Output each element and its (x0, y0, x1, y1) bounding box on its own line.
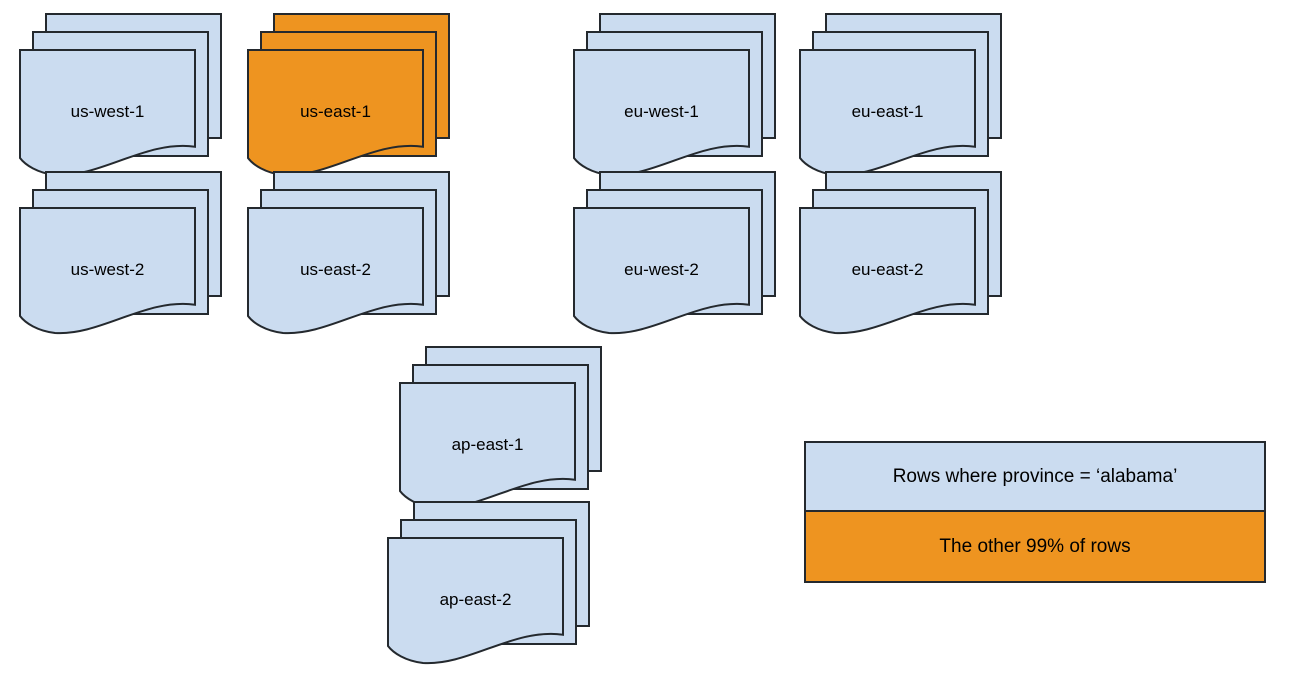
document-stack-eu-west-2[interactable] (573, 171, 776, 335)
document-stack-eu-east-1[interactable] (799, 13, 1002, 177)
document-stack-eu-east-2[interactable] (799, 171, 1002, 335)
document-sheet-front (387, 537, 564, 665)
document-sheet-front (799, 207, 976, 335)
legend-row-label: The other 99% of rows (939, 535, 1131, 557)
document-stack-us-east-2[interactable] (247, 171, 450, 335)
document-stack-eu-west-1[interactable] (573, 13, 776, 177)
legend-row-label: Rows where province = ‘alabama’ (892, 465, 1178, 487)
legend-row-alabama-rows: Rows where province = ‘alabama’ (804, 441, 1266, 512)
document-sheet-front (573, 207, 750, 335)
legend-row-other-rows: The other 99% of rows (804, 512, 1266, 583)
document-stack-us-west-1[interactable] (19, 13, 222, 177)
document-stack-ap-east-2[interactable] (387, 501, 590, 665)
document-stack-us-east-1[interactable] (247, 13, 450, 177)
document-sheet-front (247, 207, 424, 335)
document-stack-ap-east-1[interactable] (399, 346, 602, 510)
document-stack-us-west-2[interactable] (19, 171, 222, 335)
document-sheet-front (19, 207, 196, 335)
